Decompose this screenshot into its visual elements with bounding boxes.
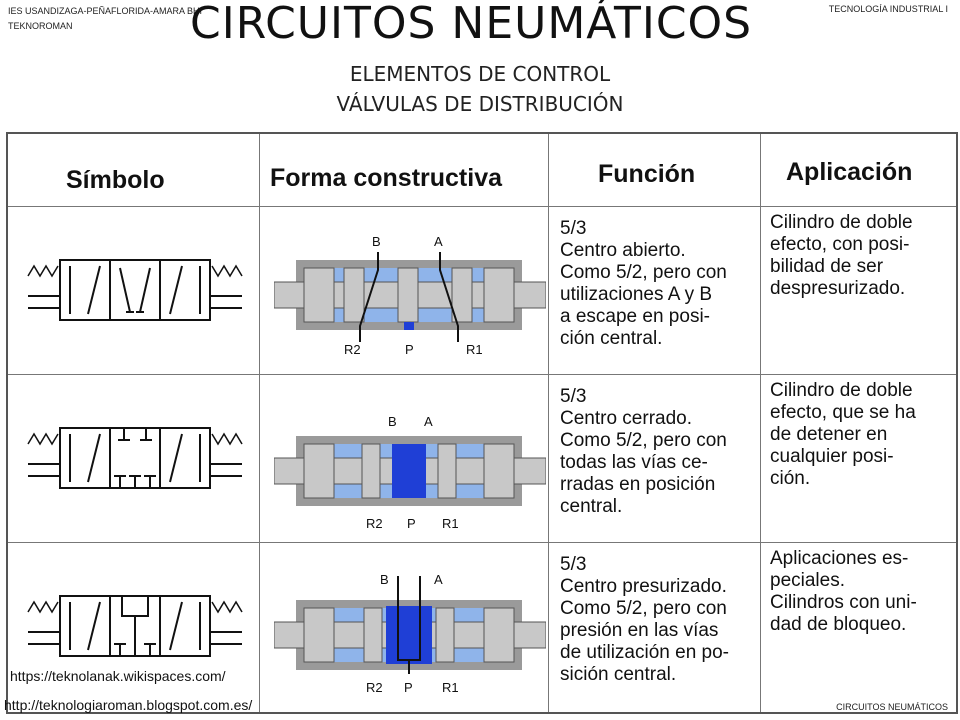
footer-label: CIRCUITOS NEUMÁTICOS bbox=[836, 702, 948, 712]
valve-symbol-open-center bbox=[27, 259, 243, 321]
column-header-funcion: Función bbox=[598, 160, 696, 188]
port-label-r2: R2 bbox=[366, 680, 383, 694]
row-divider bbox=[8, 206, 956, 207]
course-name: TECNOLOGÍA INDUSTRIAL I bbox=[828, 4, 948, 14]
port-label-r2: R2 bbox=[344, 342, 361, 354]
port-label-p: P bbox=[407, 516, 416, 530]
port-label-r1: R1 bbox=[466, 342, 483, 354]
valve-symbol-closed-center bbox=[27, 427, 243, 489]
footer-link-wikispaces[interactable]: https://teknolanak.wikispaces.com/ bbox=[8, 668, 228, 684]
column-header-forma: Forma constructiva bbox=[270, 164, 503, 192]
valve-cutaway-closed-center: B A R2 P R1 bbox=[274, 414, 546, 530]
aplicacion-cell: Aplicaciones es-peciales. Cilindros con … bbox=[770, 548, 917, 635]
column-divider bbox=[760, 134, 761, 712]
school-subname: TEKNOROMAN bbox=[8, 21, 73, 31]
valve-symbol-pressurized-center bbox=[27, 595, 243, 657]
port-label-r1: R1 bbox=[442, 680, 459, 694]
header-school: IES USANDIZAGA-PEÑAFLORIDA-AMARA BHI TEK… bbox=[8, 4, 202, 34]
port-label-p: P bbox=[405, 342, 414, 354]
port-label-r1: R1 bbox=[442, 516, 459, 530]
row-divider bbox=[8, 542, 956, 543]
port-label-b: B bbox=[380, 572, 389, 587]
valve-cutaway-open-center: B A R2 P R1 bbox=[274, 234, 546, 354]
column-header-aplicacion: Aplicación bbox=[786, 158, 913, 186]
port-label-p: P bbox=[404, 680, 413, 694]
page-title: CIRCUITOS NEUMÁTICOS bbox=[190, 0, 753, 49]
valve-cutaway-pressurized-center: B A R2 P R1 bbox=[274, 572, 546, 694]
port-label-a: A bbox=[434, 234, 443, 249]
page-subtitle-2: VÁLVULAS DE DISTRIBUCIÓN bbox=[336, 92, 624, 116]
row-divider bbox=[8, 374, 956, 375]
column-divider bbox=[259, 134, 260, 712]
port-label-r2: R2 bbox=[366, 516, 383, 530]
column-divider bbox=[548, 134, 549, 712]
port-label-b: B bbox=[372, 234, 381, 249]
page-subtitle-1: ELEMENTOS DE CONTROL bbox=[349, 62, 611, 86]
school-name: IES USANDIZAGA-PEÑAFLORIDA-AMARA BHI bbox=[8, 6, 203, 16]
port-label-a: A bbox=[424, 414, 433, 429]
valve-table: Símbolo Forma constructiva Función Aplic… bbox=[6, 132, 958, 714]
column-header-simbolo: Símbolo bbox=[66, 166, 165, 194]
port-label-a: A bbox=[434, 572, 443, 587]
port-label-b: B bbox=[388, 414, 397, 429]
footer-link-blog[interactable]: http://teknologiaroman.blogspot.com.es/ bbox=[4, 697, 253, 713]
